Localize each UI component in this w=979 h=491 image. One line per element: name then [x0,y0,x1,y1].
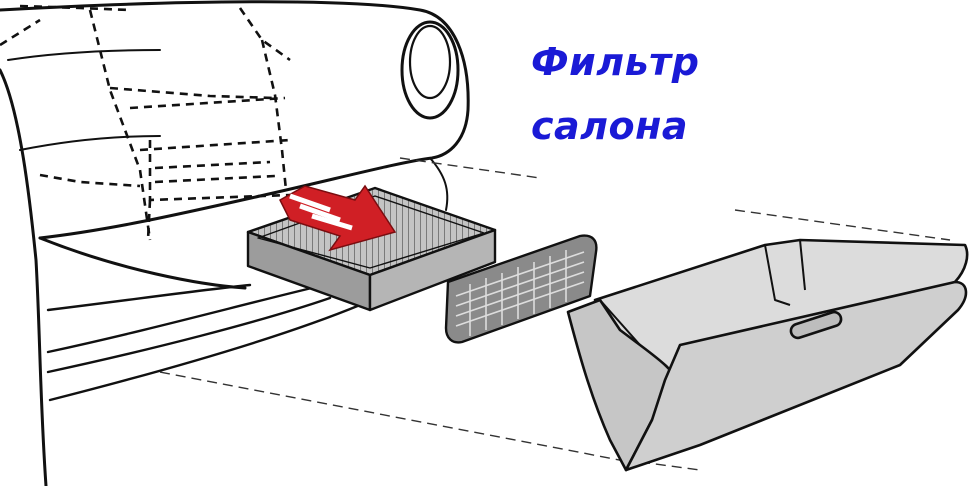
glovebox [566,238,969,472]
caption-line-2: салона [531,104,689,148]
filter-grille [444,234,598,344]
dashboard [0,0,470,488]
hidden-housing [0,4,291,241]
guide-lines [159,157,951,471]
caption-line-1: Фильтр [531,40,700,84]
insert-arrow [279,184,397,252]
